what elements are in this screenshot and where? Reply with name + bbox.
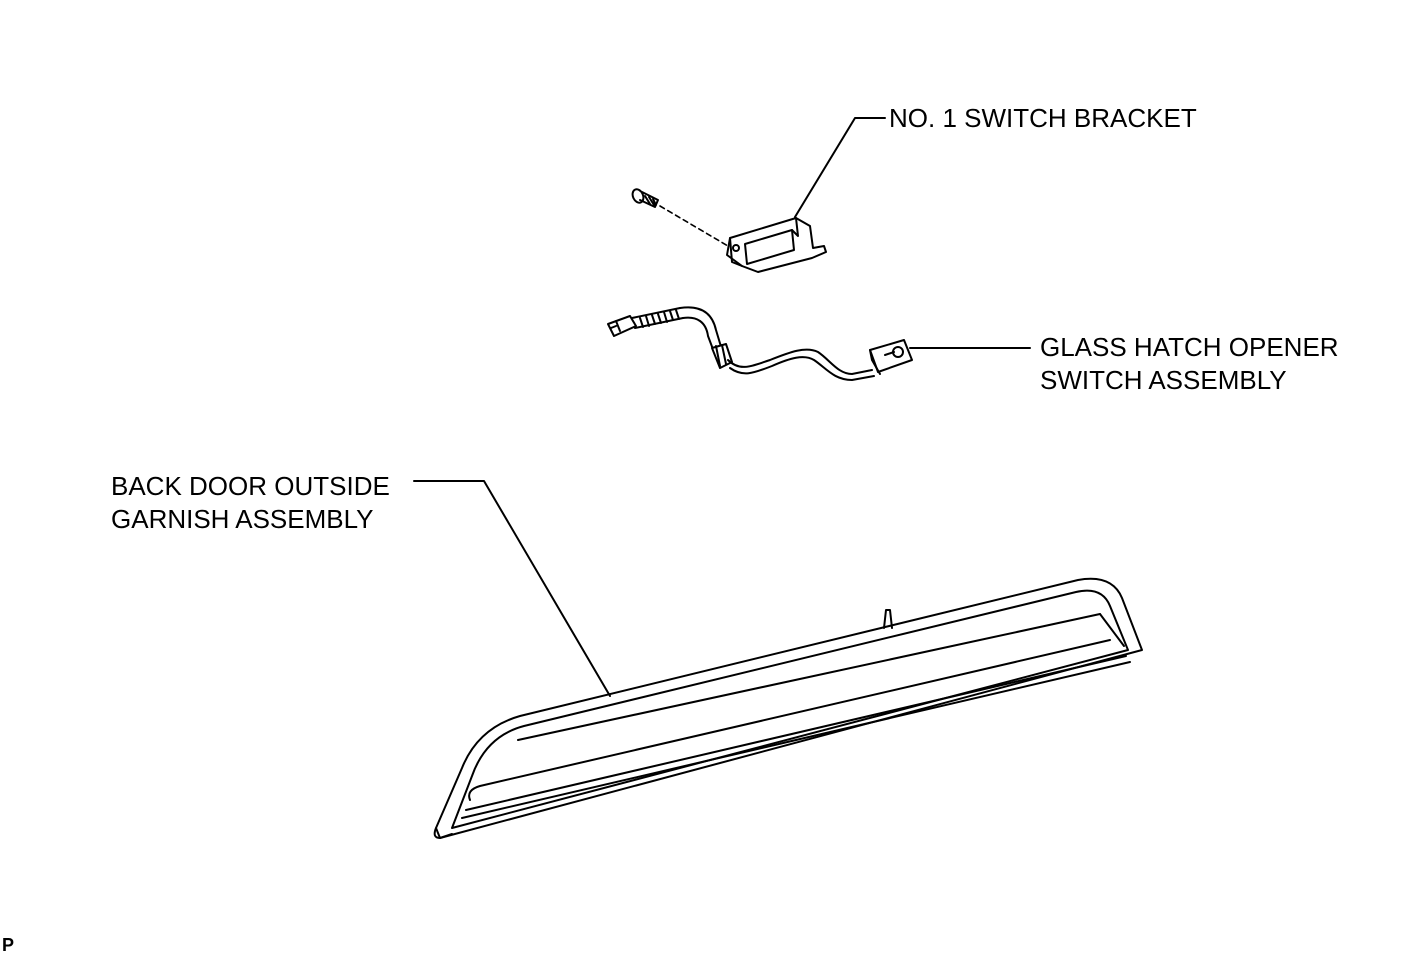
bracket-label-text: NO. 1 SWITCH BRACKET — [889, 103, 1197, 133]
switch-label-line2: SWITCH ASSEMBLY — [1040, 365, 1287, 395]
bracket-leader-line — [794, 117, 886, 218]
opener-switch-part — [607, 306, 913, 381]
garnish-part — [433, 577, 1143, 839]
switch-label-line1: GLASS HATCH OPENER — [1040, 332, 1339, 362]
garnish-label-line1: BACK DOOR OUTSIDE — [111, 471, 390, 501]
corner-code: P — [2, 935, 15, 955]
garnish-label: BACK DOOR OUTSIDE GARNISH ASSEMBLY — [111, 470, 390, 536]
garnish-label-line2: GARNISH ASSEMBLY — [111, 504, 374, 534]
garnish-leader-line — [413, 480, 611, 697]
switch-label: GLASS HATCH OPENER SWITCH ASSEMBLY — [1040, 331, 1339, 397]
screw-assembly-dashed-line — [659, 205, 729, 247]
switch-bracket-part — [726, 217, 827, 273]
bracket-label: NO. 1 SWITCH BRACKET — [889, 102, 1197, 135]
screw-part — [631, 188, 659, 208]
